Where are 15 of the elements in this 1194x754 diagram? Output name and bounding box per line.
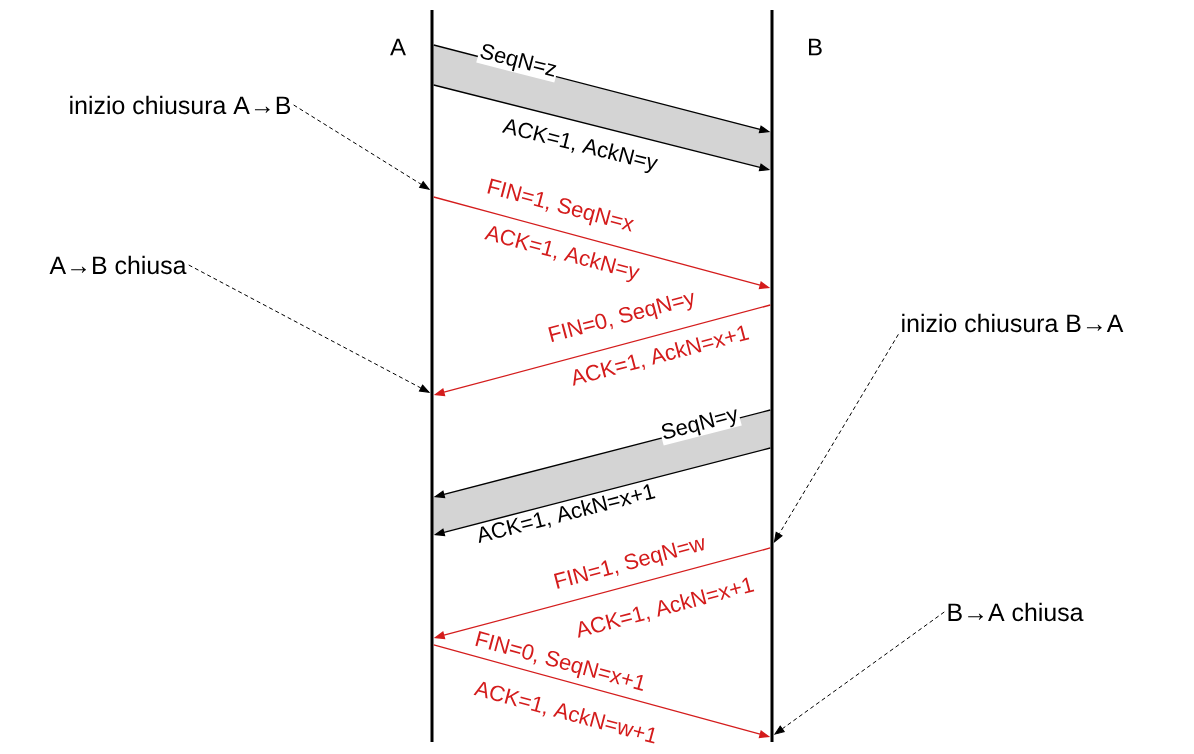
annotation-text: inizio chiusura A→B bbox=[70, 95, 291, 115]
leader-line bbox=[773, 333, 899, 543]
leader-line bbox=[188, 264, 430, 393]
leader-line bbox=[293, 104, 430, 190]
annotation-text: A→B chiusa bbox=[49, 255, 187, 275]
lifeline: A bbox=[390, 10, 434, 742]
lifeline: B bbox=[770, 10, 822, 742]
annotation-text: B→A chiusa bbox=[948, 602, 1084, 622]
node-label: B bbox=[809, 38, 822, 56]
edge-label: SeqN=y bbox=[658, 404, 742, 446]
node-label: A bbox=[390, 38, 406, 56]
annotation-text: inizio chiusura B→A bbox=[902, 313, 1124, 333]
edge-label: ACK=1, AckN=y bbox=[499, 115, 661, 177]
edge-label: SeqN=z bbox=[476, 41, 560, 83]
leader-line bbox=[774, 611, 945, 735]
